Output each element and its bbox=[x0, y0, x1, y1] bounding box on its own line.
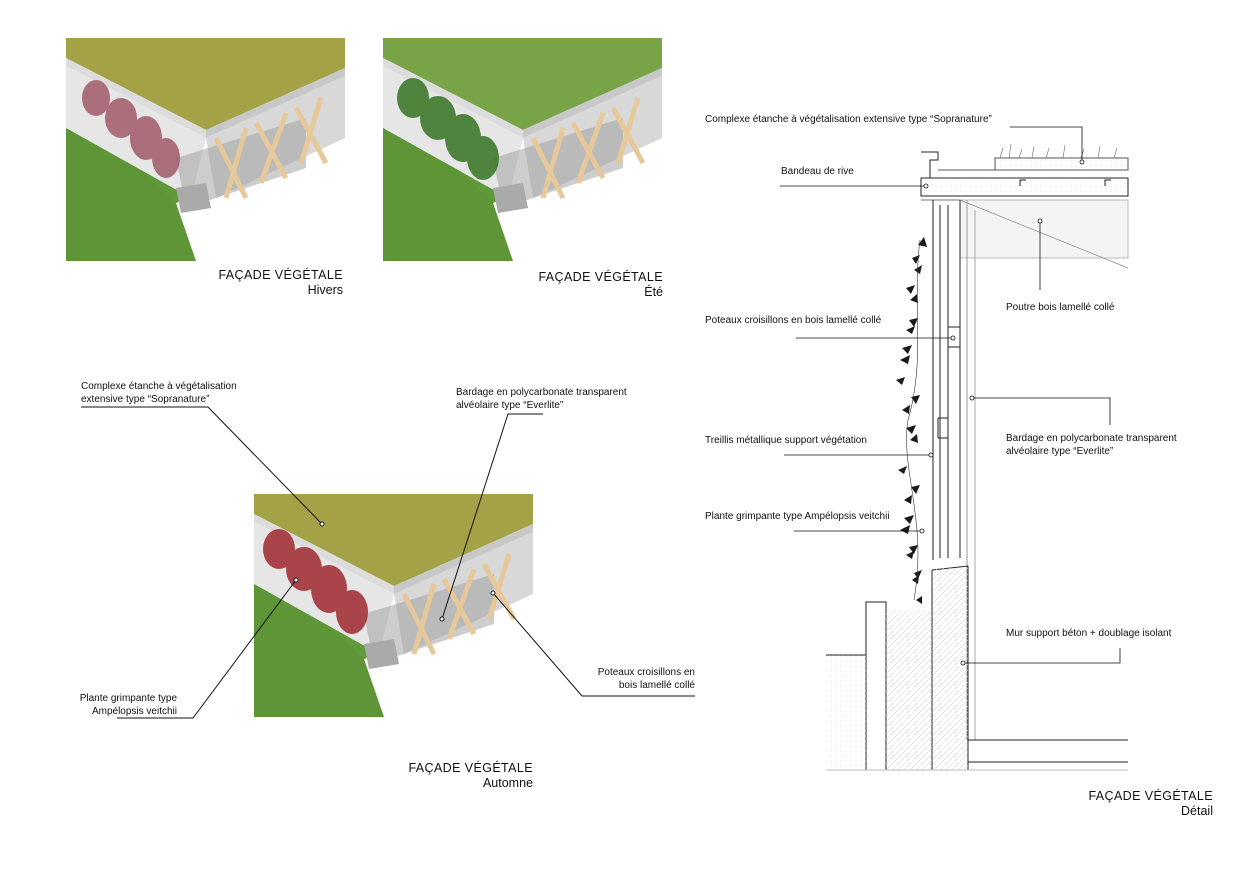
detail-leader-complexe-dot bbox=[1079, 159, 1085, 165]
detail-label-complexe: Complexe étanche à végétalisation extens… bbox=[705, 114, 992, 125]
render-automne bbox=[254, 494, 533, 717]
detail-leader-plante-dot bbox=[919, 528, 925, 534]
automne-label-complexe-line1: Complexe étanche à végétalisation bbox=[81, 381, 237, 392]
detail-label-mur: Mur support béton + doublage isolant bbox=[1006, 628, 1172, 639]
render-ete bbox=[383, 38, 662, 261]
automne-label-bardage-line2: alvéolaire type “Everlite” bbox=[456, 400, 564, 411]
caption-ete-title: FAÇADE VÉGÉTALE bbox=[538, 270, 663, 284]
detail-leader-bandeau-dot bbox=[923, 183, 929, 189]
detail-leader-mur bbox=[963, 648, 1121, 664]
detail-label-poteaux: Poteaux croisillons en bois lamellé coll… bbox=[705, 315, 882, 326]
detail-leader-poutre-dot bbox=[1037, 218, 1043, 224]
render-ete-drawing bbox=[383, 38, 662, 261]
detail-label-bandeau: Bandeau de rive bbox=[781, 166, 854, 177]
automne-label-bardage-line1: Bardage en polycarbonate transparent bbox=[456, 387, 627, 398]
caption-detail: FAÇADE VÉGÉTALE Détail bbox=[1050, 789, 1213, 819]
detail-leader-bardage-dot bbox=[969, 395, 975, 401]
caption-ete: FAÇADE VÉGÉTALE Été bbox=[500, 270, 663, 300]
detail-leader-poteaux-dot bbox=[950, 335, 956, 341]
render-hivers bbox=[66, 38, 345, 261]
automne-label-plante: Plante grimpante type Ampélopsis veitchi… bbox=[60, 692, 177, 718]
automne-label-poteaux: Poteaux croisillons en bois lamellé coll… bbox=[580, 666, 695, 692]
detail-label-bardage: Bardage en polycarbonate transparent alv… bbox=[1006, 432, 1177, 458]
detail-label-bardage-line2: alvéolaire type “Everlite” bbox=[1006, 446, 1114, 457]
detail-leader-mur-dot bbox=[960, 660, 966, 666]
detail-leader-treillis-dot bbox=[928, 452, 934, 458]
caption-ete-subtitle: Été bbox=[644, 285, 663, 299]
caption-detail-subtitle: Détail bbox=[1181, 804, 1213, 818]
caption-automne-title: FAÇADE VÉGÉTALE bbox=[408, 761, 533, 775]
caption-hivers-title: FAÇADE VÉGÉTALE bbox=[218, 268, 343, 282]
caption-automne: FAÇADE VÉGÉTALE Automne bbox=[370, 761, 533, 791]
automne-label-poteaux-line1: Poteaux croisillons en bbox=[597, 667, 695, 678]
automne-label-poteaux-line2: bois lamellé collé bbox=[618, 680, 695, 691]
detail-label-plante: Plante grimpante type Ampélopsis veitchi… bbox=[705, 511, 890, 522]
caption-automne-subtitle: Automne bbox=[482, 776, 533, 790]
detail-leader-complexe bbox=[1010, 126, 1083, 162]
automne-label-plante-line1: Plante grimpante type bbox=[79, 693, 177, 704]
caption-hivers: FAÇADE VÉGÉTALE Hivers bbox=[180, 268, 343, 298]
render-automne-drawing bbox=[254, 494, 533, 717]
detail-label-poutre: Poutre bois lamellé collé bbox=[1006, 302, 1115, 313]
automne-label-complexe-line2: extensive type “Sopranature” bbox=[81, 394, 210, 405]
detail-label-bardage-line1: Bardage en polycarbonate transparent bbox=[1006, 433, 1177, 444]
caption-detail-title: FAÇADE VÉGÉTALE bbox=[1088, 789, 1213, 803]
detail-leader-bardage bbox=[972, 397, 1111, 425]
automne-label-complexe: Complexe étanche à végétalisation extens… bbox=[81, 380, 271, 406]
automne-label-plante-line2: Ampélopsis veitchii bbox=[91, 706, 177, 717]
caption-hivers-subtitle: Hivers bbox=[307, 283, 343, 297]
detail-label-treillis: Treillis métallique support végétation bbox=[705, 435, 867, 446]
detail-climbing-plant bbox=[896, 237, 927, 604]
automne-label-bardage: Bardage en polycarbonate transparent alv… bbox=[456, 386, 627, 412]
render-hivers-drawing bbox=[66, 38, 345, 261]
